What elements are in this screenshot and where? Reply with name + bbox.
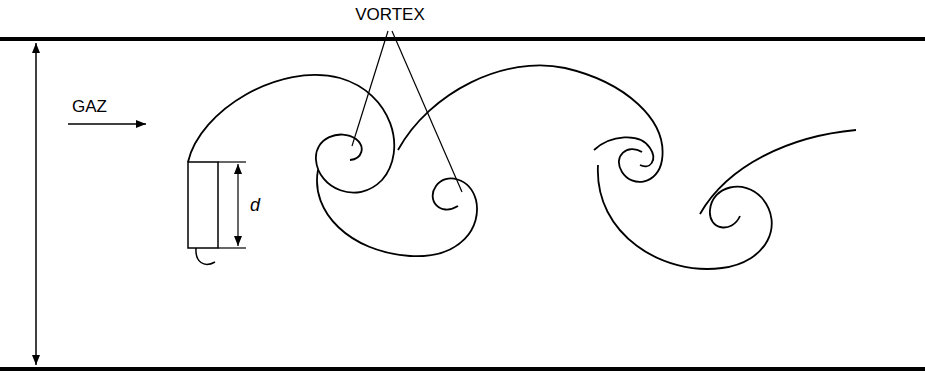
channel-wall bbox=[0, 37, 925, 41]
extension-line bbox=[218, 247, 246, 248]
extension-line bbox=[218, 161, 246, 162]
leader-line bbox=[352, 31, 388, 146]
vortex-curve bbox=[598, 165, 772, 269]
dimension-label: d bbox=[250, 196, 260, 214]
flow-arrow bbox=[68, 123, 146, 125]
vortex-curve bbox=[317, 170, 477, 256]
gas-label: GAZ bbox=[72, 98, 107, 115]
vortex-curve bbox=[594, 137, 653, 166]
dimension-arrow bbox=[237, 164, 238, 246]
height-arrow bbox=[35, 43, 37, 365]
vortex-street bbox=[188, 65, 856, 269]
shear-curl bbox=[196, 248, 215, 264]
vortex-label: VORTEX bbox=[355, 6, 425, 23]
vortex-curve bbox=[398, 65, 663, 181]
bluff-body bbox=[188, 162, 218, 248]
channel-wall bbox=[0, 367, 925, 371]
vortex-curve bbox=[188, 75, 394, 193]
leader-line bbox=[392, 31, 462, 192]
vortex-curve bbox=[700, 130, 856, 214]
